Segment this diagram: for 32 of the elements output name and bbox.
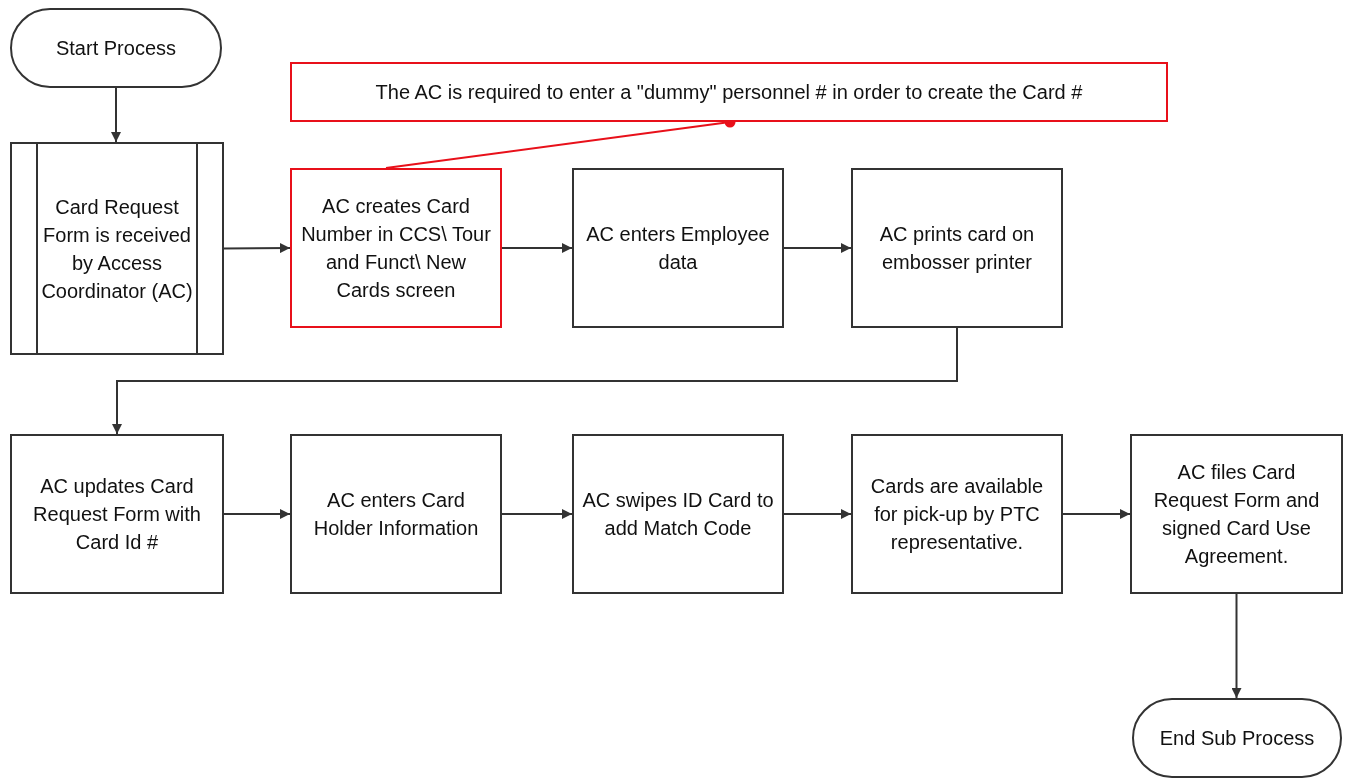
predefined-process-box [10,142,224,355]
node-label: AC swipes ID Card to add Match Code [582,488,774,541]
arrow [1062,509,1131,519]
process-box [290,434,502,594]
arrow [501,243,573,253]
arrow [501,509,573,519]
arrow [223,243,291,254]
arrow [783,509,852,519]
arrow [1231,593,1242,699]
arrow [783,243,852,253]
process-box [1130,434,1343,594]
process-box [572,434,784,594]
process-box [10,434,224,594]
node-label: Start Process [55,36,176,61]
process-box [851,434,1063,594]
node-label: The AC is required to enter a "dummy" personnel # in order to create the Card # [375,80,1083,105]
arrow [112,327,958,435]
node-label: AC creates Card Number in CCS\ Tour and Funct\ New Cards screen [300,194,492,303]
node-label: AC updates Card Request Form with Card Id # [32,474,202,555]
arrow [111,87,121,143]
process-box [290,168,502,328]
arrow [223,509,291,519]
process-box [851,168,1063,328]
node-label: AC enters Card Holder Information [312,488,480,541]
node-label: Cards are available for pick-up by PTC representative. [869,474,1045,555]
node-label: End Sub Process [1159,726,1315,751]
note-box [290,62,1168,122]
node-label: AC files Card Request Form and signed Card Use Agreement. [1152,460,1321,569]
node-label: AC enters Employee data [585,222,771,275]
node-label: AC prints card on embosser printer [878,222,1036,275]
process-box [572,168,784,328]
node-label: Card Request Form is received by Access Coordinator (AC) [40,194,194,304]
